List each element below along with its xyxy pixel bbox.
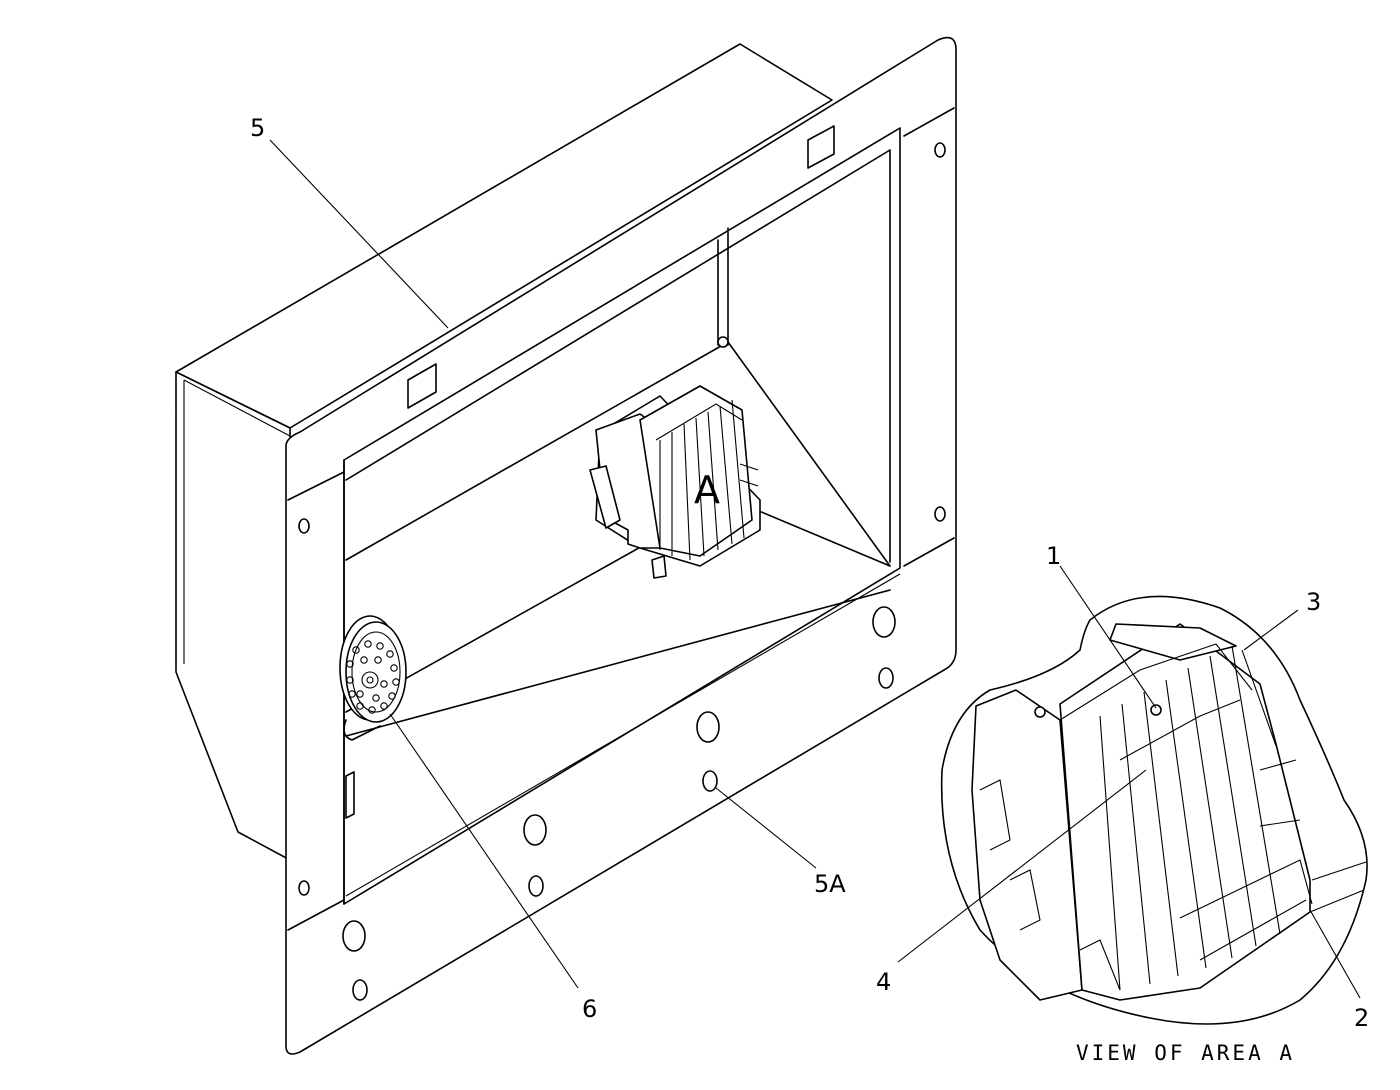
callout-3: 3 (1306, 588, 1321, 616)
callout-5a: 5A (814, 870, 846, 898)
callout-2: 2 (1354, 1004, 1369, 1032)
detail-view-outline (940, 595, 1368, 1025)
enclosure-box (175, 43, 833, 861)
terminal-block-assembly (589, 385, 761, 579)
callout-4: 4 (876, 968, 891, 996)
circular-connector (339, 615, 407, 741)
callout-1: 1 (1046, 542, 1061, 570)
detail-caption: VIEW OF AREA A (1076, 1041, 1295, 1065)
callout-6: 6 (582, 995, 597, 1023)
leader-lines-main (269, 139, 817, 989)
leader-lines-detail (897, 565, 1361, 999)
detail-terminal-block (971, 623, 1367, 1001)
callout-5: 5 (250, 114, 265, 142)
area-a-marker: A (694, 468, 720, 512)
